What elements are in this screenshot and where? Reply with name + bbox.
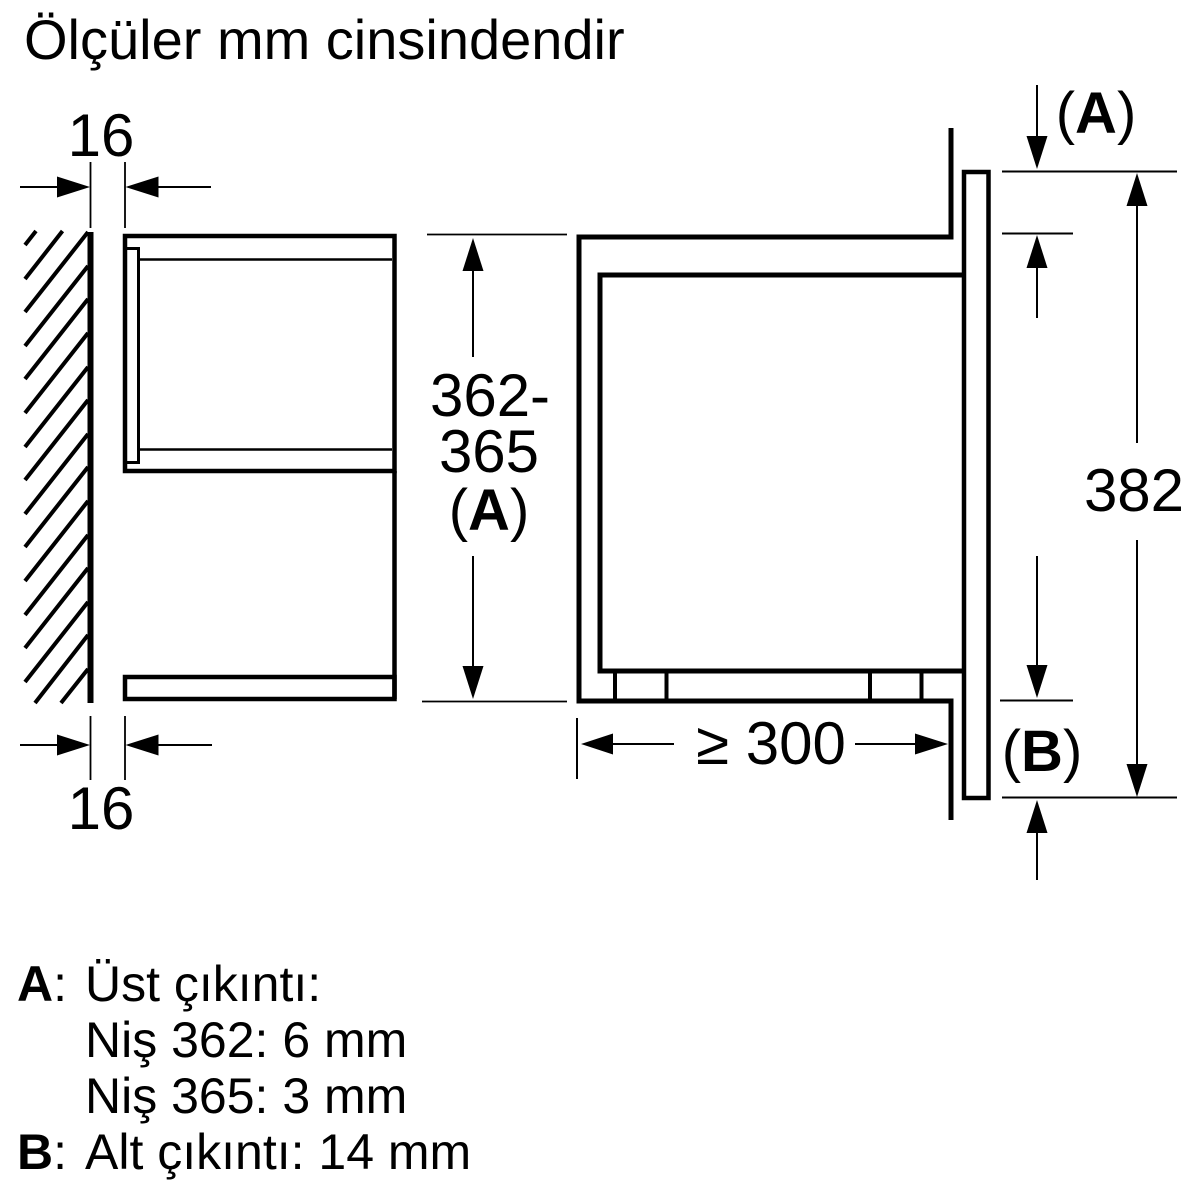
arrowhead-up-icon <box>1026 235 1048 268</box>
paren: ) <box>1063 719 1082 784</box>
dim-label-fascia-height: 382 <box>1084 457 1184 524</box>
paren: ( <box>449 478 468 543</box>
arrowhead-left-icon <box>125 734 159 756</box>
wall-hatch <box>23 229 90 705</box>
dim-niche-depth: ≥ 300 <box>576 710 948 779</box>
appliance-body-outline <box>122 233 397 474</box>
paren: ) <box>510 478 529 543</box>
dim-label-bottom-overhang: (B) <box>1002 719 1083 784</box>
ref-letter-b: B <box>1021 719 1063 784</box>
page-title: Ölçüler mm cinsindendir <box>24 8 625 71</box>
arrowhead-right-icon <box>57 176 90 198</box>
legend-colon: : <box>53 956 67 1012</box>
dim-label-wall-gap-top: 16 <box>68 102 135 169</box>
ref-letter-a: A <box>468 478 510 543</box>
paren: ( <box>1056 81 1075 146</box>
legend-line-b: B: Alt çıkıntı: 14 mm <box>17 1124 471 1180</box>
paren: ) <box>1117 81 1136 146</box>
cabinet-outline <box>576 128 954 820</box>
arrowhead-right-icon <box>57 734 90 756</box>
dim-bottom-overhang: (B) <box>1000 556 1082 880</box>
legend-text-a: Üst çıkıntı: <box>85 956 321 1012</box>
dim-label-niche-depth: ≥ 300 <box>696 710 846 777</box>
dim-niche-height: 362- 365 (A) <box>422 233 567 703</box>
dim-wall-gap-top: 16 <box>20 102 211 228</box>
legend-line-a: A: Üst çıkıntı: <box>17 956 321 1012</box>
dim-wall-gap-bottom: 16 <box>20 716 212 842</box>
arrowhead-left-icon <box>125 176 159 198</box>
arrowhead-right-icon <box>915 733 948 755</box>
arrowhead-down-icon <box>1126 764 1148 797</box>
arrowhead-down-icon <box>1026 136 1048 169</box>
dim-label-niche-height-max: 365 <box>439 418 539 485</box>
dim-label-niche-height-ref-a: (A) <box>449 478 530 543</box>
cabinet-bottom-shelf <box>122 674 397 702</box>
arrowhead-up-icon <box>462 238 484 271</box>
legend-line-nis362: Niş 362: 6 mm <box>85 1012 407 1068</box>
ref-letter-a: A <box>1075 81 1117 146</box>
dim-label-wall-gap-bottom: 16 <box>68 775 135 842</box>
left-side-section: 16 16 362- 365 (A) <box>20 102 567 842</box>
right-cabinet-section: (A) 382 (B) ≥ 300 <box>576 81 1184 880</box>
dim-fascia-height: 382 <box>1002 173 1184 799</box>
dim-top-overhang: (A) <box>1002 81 1177 318</box>
legend-text-b: Alt çıkıntı: 14 mm <box>85 1124 471 1180</box>
dim-label-top-overhang: (A) <box>1056 81 1137 146</box>
arrowhead-down-icon <box>462 666 484 699</box>
appliance-fascia <box>961 169 991 801</box>
appliance-feet <box>613 673 924 699</box>
legend-key-b: B <box>17 1124 53 1180</box>
appliance-door-strip <box>123 247 140 464</box>
arrowhead-up-icon <box>1026 800 1048 833</box>
legend: A: Üst çıkıntı: Niş 362: 6 mm Niş 365: 3 … <box>17 956 471 1180</box>
arrowhead-up-icon <box>1126 173 1148 206</box>
dim-label-niche-height-min: 362- <box>430 362 550 429</box>
appliance-body-outline <box>597 272 963 674</box>
arrowhead-down-icon <box>1026 665 1048 698</box>
legend-key-a: A <box>17 956 53 1012</box>
legend-colon: : <box>53 1124 67 1180</box>
legend-line-nis365: Niş 365: 3 mm <box>85 1068 407 1124</box>
arrowhead-left-icon <box>581 733 613 755</box>
paren: ( <box>1002 719 1021 784</box>
